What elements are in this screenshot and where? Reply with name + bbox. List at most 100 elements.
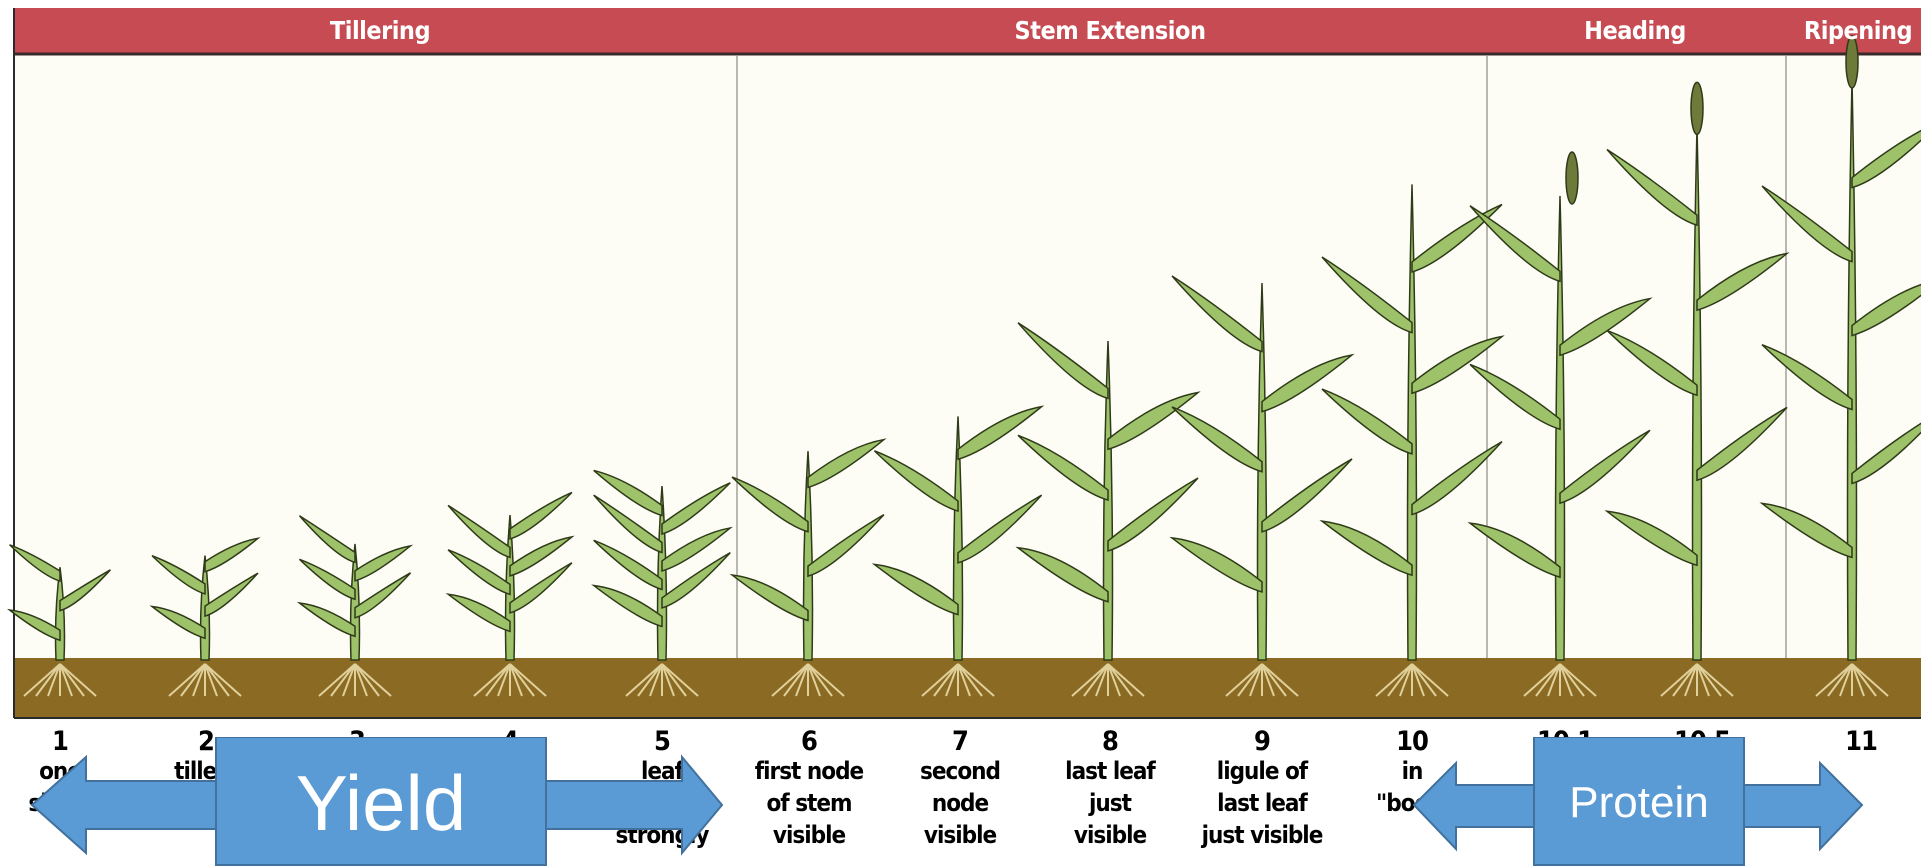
plant-stage-6 (729, 438, 887, 697)
plant-roots (23, 663, 97, 697)
plant-leaf (661, 526, 733, 572)
plant-roots (1523, 663, 1597, 697)
plant-stage-2 (149, 537, 261, 697)
plant-leaf (807, 513, 885, 578)
plant-leaf (1171, 406, 1263, 473)
plant-leaf (1606, 329, 1698, 397)
plant-leaf (1606, 148, 1698, 227)
plant-leaf (1107, 477, 1199, 552)
plant-leaf (1321, 388, 1413, 455)
stage-description: ligule of last leaf just visible (1201, 757, 1324, 849)
plant-leaf (957, 494, 1043, 564)
plant-leaf (204, 572, 259, 618)
plant-leaf (1411, 335, 1505, 395)
plant-leaf (1015, 546, 1109, 603)
plant-leaf (1321, 256, 1413, 334)
stage-label-11: 11 (1786, 728, 1921, 755)
yield-label: Yield (295, 759, 467, 847)
plant-stage-11 (1759, 35, 1921, 697)
plant-leaf (1017, 434, 1109, 502)
plant-stage-10-5 (1604, 81, 1790, 697)
plant-leaf (447, 549, 511, 596)
yield-box (215, 737, 547, 866)
plant-roots (771, 663, 845, 697)
plant-roots (473, 663, 547, 697)
plant-leaf (661, 551, 731, 609)
stage-number: 11 (1845, 726, 1878, 757)
plant-roots (1660, 663, 1734, 697)
plant-leaf (509, 491, 573, 540)
plant-leaf (731, 476, 809, 533)
stage-description: second node visible (920, 757, 1001, 849)
plant-leaf (871, 563, 959, 616)
stage-number: 1 (52, 726, 69, 757)
plant-stage-4 (445, 491, 575, 697)
plant-leaf (445, 593, 511, 633)
plant-stem (802, 451, 814, 661)
plant-leaf (1467, 522, 1561, 579)
stage-number: 5 (654, 726, 671, 757)
plant-leaf (1851, 129, 1921, 189)
stage-number: 10 (1396, 726, 1429, 757)
plant-leaf (149, 605, 206, 640)
plant-leaf (1696, 406, 1788, 482)
plant-leaf (509, 535, 575, 577)
plant-leaf (447, 504, 511, 559)
plant-stage-3 (296, 515, 414, 697)
plant-roots (1071, 663, 1145, 697)
plant-leaf (593, 539, 663, 591)
plant-leaf (298, 558, 356, 601)
phase-label-ripening: Ripening (1803, 16, 1913, 45)
plant-head (1690, 81, 1704, 136)
plant-stem (1406, 184, 1418, 661)
protein-box (1533, 737, 1745, 866)
header-band (14, 8, 1921, 54)
plant-stage-10 (1319, 184, 1505, 697)
yield-arrow-left-head (30, 754, 219, 856)
plant-leaf (1559, 429, 1651, 505)
stage-number: 6 (801, 726, 818, 757)
plant-leaf (296, 601, 356, 638)
protein-arrow-left-head (1412, 760, 1537, 852)
plant-leaf (1851, 422, 1921, 485)
plant-leaf (59, 569, 111, 612)
stage-number: 8 (1102, 726, 1119, 757)
plant-roots (625, 663, 699, 697)
stage-number: 9 (1254, 726, 1271, 757)
plant-leaf (9, 544, 61, 583)
plant-leaf (807, 438, 887, 489)
plant-leaf (1759, 502, 1853, 559)
protein-double-arrow (1412, 737, 1864, 866)
plant-leaf (591, 584, 663, 628)
plant-roots (1375, 663, 1449, 697)
plant-leaf (1107, 391, 1201, 451)
plant-stage-5 (591, 469, 733, 697)
plant-leaf (1604, 510, 1698, 567)
plant-leaf (1469, 363, 1561, 431)
plant-stage-7 (871, 405, 1045, 697)
plant-leaf (729, 573, 809, 622)
plant-leaf (1319, 520, 1413, 577)
plant-stage-1 (6, 544, 111, 697)
yield-arrow-right-head (543, 754, 724, 856)
plant-leaf (204, 537, 261, 573)
plant-leaf (1261, 353, 1355, 413)
plant-head (1845, 35, 1859, 89)
plant-leaf (593, 494, 663, 554)
plant-leaf (1169, 536, 1263, 593)
protein-label: Protein (1569, 778, 1709, 827)
plant-roots (318, 663, 392, 697)
plant-stage-9 (1169, 275, 1355, 697)
plant-roots (1815, 663, 1889, 697)
plant-leaf (661, 482, 731, 535)
plant-leaf (1761, 343, 1853, 411)
yield-double-arrow (30, 737, 724, 866)
plant-leaf (1261, 458, 1353, 533)
plant-leaf (957, 405, 1045, 461)
plant-leaf (1761, 185, 1853, 263)
